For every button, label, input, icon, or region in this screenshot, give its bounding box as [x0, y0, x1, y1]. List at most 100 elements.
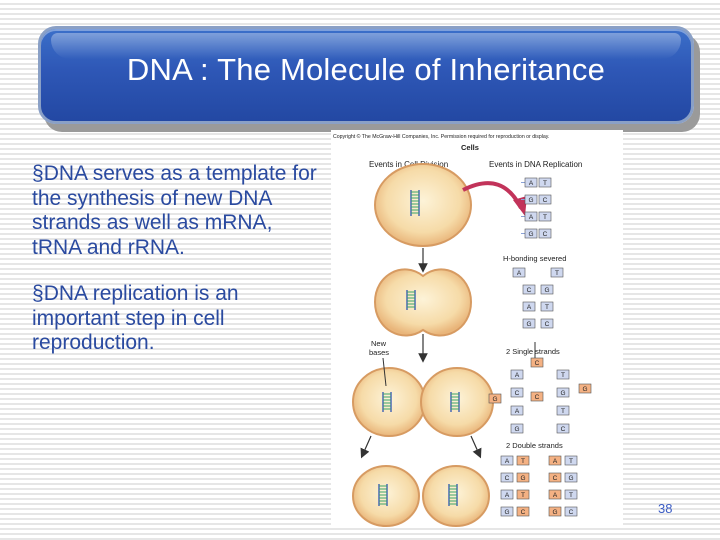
base-box	[500, 455, 514, 466]
base-letter: T	[569, 492, 573, 499]
base-top-right: T	[538, 211, 552, 222]
base-letter: A	[505, 492, 510, 499]
arrow-left-icon	[360, 435, 372, 459]
base-hbond-left: G	[522, 318, 536, 329]
base-letter: C	[505, 475, 510, 482]
base-box	[564, 455, 578, 466]
base-box	[538, 228, 552, 239]
base-single-right: T	[556, 369, 570, 380]
base-double-right-a: A	[548, 455, 562, 466]
ladder-left	[378, 484, 388, 506]
base-box	[524, 177, 538, 188]
parent-cell	[374, 163, 472, 247]
base-letter: C	[545, 321, 550, 328]
base-box	[578, 383, 592, 394]
base-letter: A	[505, 458, 510, 465]
base-double-left-b: G	[516, 472, 530, 483]
ladder-upper-right	[450, 392, 460, 412]
base-box	[548, 506, 562, 517]
base-double-left-a: G	[500, 506, 514, 517]
base-box	[516, 455, 530, 466]
daughter-cell-left-upper	[352, 367, 426, 437]
figure-copyright: Copyright © The McGraw-Hill Companies, I…	[333, 133, 549, 140]
base-letter: A	[553, 492, 558, 499]
base-letter: T	[521, 492, 525, 499]
base-letter: T	[545, 304, 549, 311]
label-h-bonding-severed: H-bonding severed	[503, 254, 566, 263]
base-free-new: G	[488, 393, 502, 404]
base-box	[556, 405, 570, 416]
base-letter: A	[529, 214, 534, 221]
base-box	[516, 506, 530, 517]
base-letter: G	[528, 197, 533, 204]
daughter-cell-right	[422, 465, 490, 527]
base-letter: C	[535, 360, 540, 367]
base-double-left-b: T	[516, 455, 530, 466]
base-box	[548, 472, 562, 483]
base-top-left: G	[524, 194, 538, 205]
base-letter: A	[553, 458, 558, 465]
base-box	[510, 423, 524, 434]
base-letter: G	[492, 396, 497, 403]
base-box	[530, 357, 544, 368]
base-letter: C	[535, 394, 540, 401]
base-letter: C	[543, 197, 548, 204]
ladder-parent	[410, 190, 420, 216]
base-hbond-right: T	[550, 267, 564, 278]
base-box	[540, 301, 554, 312]
base-hbond-left: A	[522, 301, 536, 312]
base-single-left: A	[510, 369, 524, 380]
figure-canvas: Copyright © The McGraw-Hill Companies, I…	[333, 133, 592, 527]
bullet-text-2: DNA replication is an important step in …	[32, 282, 239, 354]
base-letter: C	[543, 231, 548, 238]
daughter-cell-right-upper	[420, 367, 494, 437]
ladder-upper-left	[382, 392, 392, 412]
base-letter: T	[543, 214, 547, 221]
figure-heading: Cells	[461, 143, 479, 152]
base-letter: C	[515, 390, 520, 397]
base-letter: C	[569, 509, 574, 516]
base-box	[500, 472, 514, 483]
base-double-right-a: C	[548, 472, 562, 483]
bullet-item-2: §DNA replication is an important step in…	[32, 282, 322, 356]
base-box	[524, 211, 538, 222]
daughter-cell-left	[352, 465, 420, 527]
base-box	[556, 369, 570, 380]
base-letter: T	[561, 372, 565, 379]
base-double-right-b: T	[564, 455, 578, 466]
base-hbond-right: T	[540, 301, 554, 312]
base-hbond-right: G	[540, 284, 554, 295]
base-double-left-b: C	[516, 506, 530, 517]
base-single-right: T	[556, 405, 570, 416]
base-letter: A	[517, 270, 522, 277]
base-letter: T	[555, 270, 559, 277]
base-hbond-left: A	[512, 267, 526, 278]
base-letter: G	[568, 475, 573, 482]
base-double-right-a: A	[548, 489, 562, 500]
base-letter: G	[552, 509, 557, 516]
base-free-new: C	[530, 391, 544, 402]
base-double-left-a: A	[500, 455, 514, 466]
dna-ladders	[378, 190, 460, 506]
base-single-right: G	[556, 387, 570, 398]
arrow-right-icon	[470, 435, 482, 459]
col-label-dna-replication: Events in DNA Replication	[489, 160, 582, 169]
base-free-new: G	[578, 383, 592, 394]
slide-title: DNA : The Molecule of Inheritance	[126, 52, 606, 87]
label-new: New	[371, 339, 387, 348]
base-box	[538, 194, 552, 205]
base-box	[500, 506, 514, 517]
base-top-left: G	[524, 228, 538, 239]
base-top-right: C	[538, 228, 552, 239]
base-box	[516, 472, 530, 483]
base-letter: C	[561, 426, 566, 433]
replication-arrowhead-icon	[513, 196, 527, 216]
base-letter: G	[544, 287, 549, 294]
base-double-right-a: G	[548, 506, 562, 517]
title-gloss	[51, 33, 681, 59]
base-single-left: A	[510, 405, 524, 416]
base-box	[540, 318, 554, 329]
base-top-right: T	[538, 177, 552, 188]
base-box	[548, 455, 562, 466]
